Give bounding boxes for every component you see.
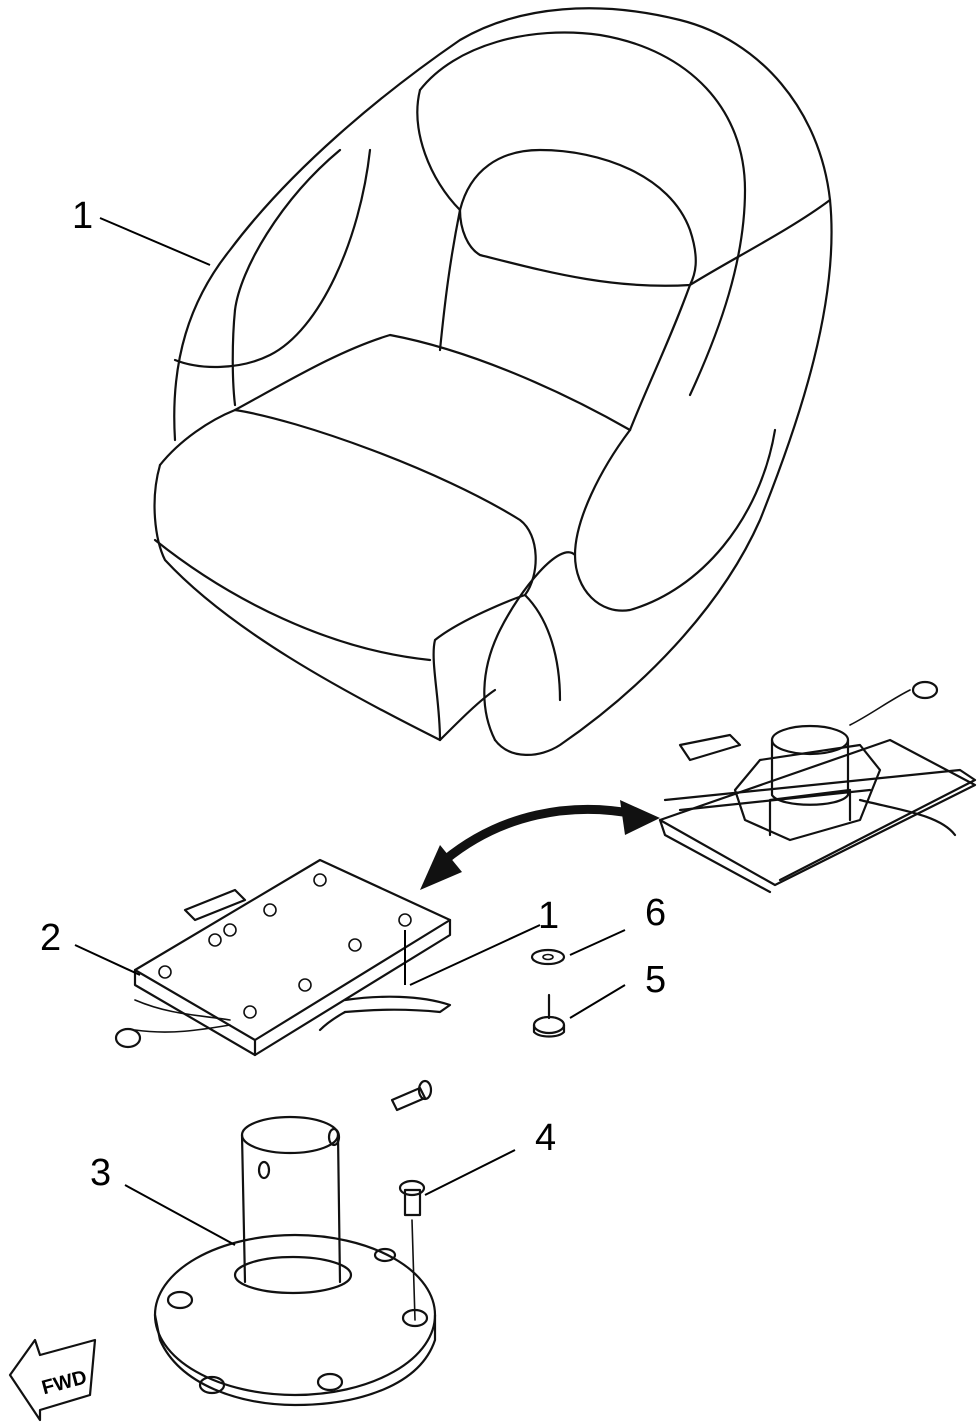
forward-direction-indicator: FWD [8,1338,97,1422]
washer-illustration [530,948,566,966]
seat-illustration [153,7,833,756]
arrow-left-icon [8,1338,97,1422]
callout-4-bolt: 4 [535,1117,556,1159]
callout-5-screw: 5 [645,959,666,1001]
slide-plate-illustration [114,858,452,1057]
pedestal-illustration [153,1115,437,1407]
assembly-direction-arrow [420,800,660,890]
callout-1-swivel-ref: 1 [538,895,559,937]
callout-1-seat: 1 [72,195,93,237]
callout-6-washer: 6 [645,892,666,934]
callout-3-pedestal: 3 [90,1152,111,1194]
bolt-illustration [390,1079,433,1321]
callout-2-slide-plate: 2 [40,917,61,959]
fwd-label: FWD [40,1366,90,1399]
swivel-mechanism-illustration [658,680,977,894]
screw-illustration [532,993,566,1038]
leader-lines [74,217,626,1246]
